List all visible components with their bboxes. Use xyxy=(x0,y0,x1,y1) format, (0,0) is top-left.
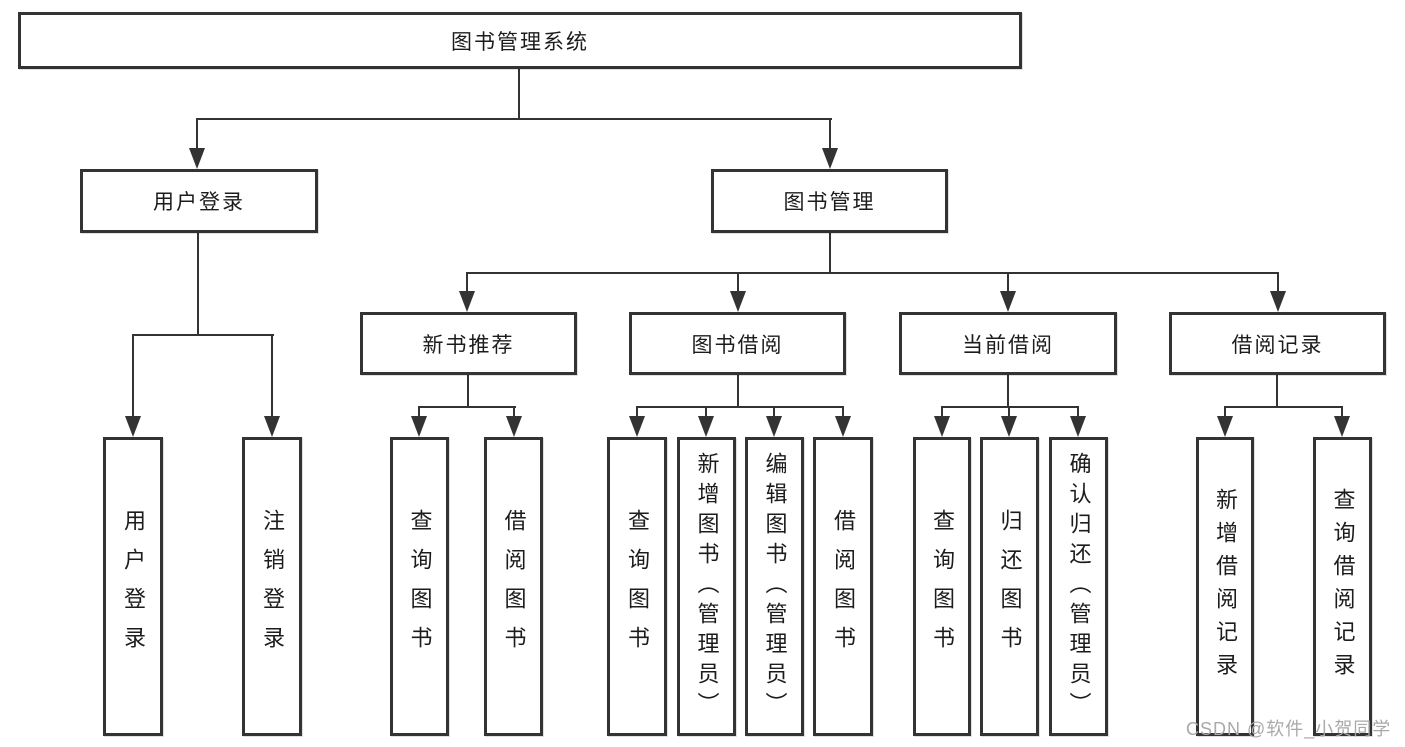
node-book-management: 图书管理 xyxy=(711,169,948,233)
connector-line xyxy=(1008,406,1010,418)
arrowhead-icon xyxy=(629,416,645,437)
arrowhead-icon xyxy=(934,416,950,437)
connector-line xyxy=(197,233,199,336)
arrowhead-icon xyxy=(1270,291,1286,312)
node-new-book-recommendation: 新书推荐 xyxy=(360,312,577,375)
arrowhead-icon xyxy=(125,416,141,437)
connector-line xyxy=(418,406,516,408)
arrowhead-icon xyxy=(730,291,746,312)
arrowhead-icon xyxy=(1217,416,1233,437)
arrowhead-icon xyxy=(1334,416,1350,437)
node-borrow-books-recommend: 借阅图书 xyxy=(484,437,543,736)
connector-line xyxy=(132,334,274,336)
connector-line xyxy=(1077,406,1079,418)
connector-line xyxy=(132,334,134,416)
connector-line xyxy=(636,406,844,408)
node-confirm-return-admin: 确认归还（管理员） xyxy=(1049,437,1108,736)
node-edit-book-admin: 编辑图书（管理员） xyxy=(745,437,804,736)
node-query-books-recommend: 查询图书 xyxy=(390,437,449,736)
connector-line xyxy=(737,375,739,408)
connector-line xyxy=(466,272,468,292)
connector-line xyxy=(466,272,1279,274)
node-return-book: 归还图书 xyxy=(980,437,1039,736)
node-add-borrow-record: 新增借阅记录 xyxy=(1196,437,1254,736)
connector-line xyxy=(418,406,420,418)
connector-line xyxy=(1277,272,1279,292)
connector-line xyxy=(518,68,520,120)
node-add-book-admin: 新增图书（管理员） xyxy=(677,437,736,736)
csdn-watermark: CSDN @软件_小贺同学 xyxy=(1186,719,1392,739)
connector-line xyxy=(196,118,832,120)
arrowhead-icon xyxy=(264,416,280,437)
node-query-books-borrow: 查询图书 xyxy=(607,437,667,736)
arrowhead-icon xyxy=(189,148,205,169)
connector-line xyxy=(636,406,638,418)
node-user-login-leaf: 用户登录 xyxy=(103,437,163,736)
connector-line xyxy=(705,406,707,418)
connector-line xyxy=(1341,406,1343,418)
arrowhead-icon xyxy=(1000,291,1016,312)
connector-line xyxy=(513,406,515,418)
node-query-borrow-record: 查询借阅记录 xyxy=(1313,437,1372,736)
connector-line xyxy=(829,118,831,150)
connector-line xyxy=(773,406,775,418)
node-query-books-current: 查询图书 xyxy=(913,437,971,736)
node-borrow-books: 借阅图书 xyxy=(813,437,873,736)
connector-line xyxy=(829,233,831,274)
node-user-login: 用户登录 xyxy=(80,169,318,233)
node-current-borrowing: 当前借阅 xyxy=(899,312,1117,375)
connector-line xyxy=(941,406,943,418)
connector-line xyxy=(196,118,198,150)
connector-line xyxy=(467,375,469,408)
connector-line xyxy=(941,406,1079,408)
arrowhead-icon xyxy=(411,416,427,437)
connector-line xyxy=(1224,406,1226,418)
arrowhead-icon xyxy=(506,416,522,437)
connector-line xyxy=(1007,375,1009,408)
node-library-management-system: 图书管理系统 xyxy=(18,12,1022,69)
arrowhead-icon xyxy=(698,416,714,437)
connector-line xyxy=(1007,272,1009,292)
arrowhead-icon xyxy=(766,416,782,437)
connector-line xyxy=(1224,406,1343,408)
arrowhead-icon xyxy=(822,148,838,169)
arrowhead-icon xyxy=(835,416,851,437)
node-book-borrowing: 图书借阅 xyxy=(629,312,846,375)
arrowhead-icon xyxy=(1001,416,1017,437)
node-logout: 注销登录 xyxy=(242,437,302,736)
connector-line xyxy=(842,406,844,418)
arrowhead-icon xyxy=(1070,416,1086,437)
connector-line xyxy=(1276,375,1278,408)
node-borrowing-records: 借阅记录 xyxy=(1169,312,1386,375)
arrowhead-icon xyxy=(459,291,475,312)
connector-line xyxy=(271,334,273,416)
connector-line xyxy=(737,272,739,292)
